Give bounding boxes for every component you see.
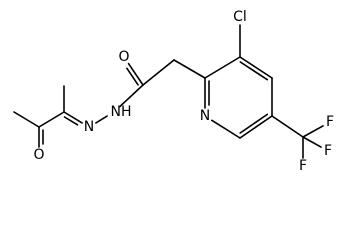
bond-n_im-n_h — [95, 115, 108, 124]
bond-layer — [13, 24, 324, 159]
bond-py_c3-py_c4-second — [239, 61, 269, 81]
bond-c_am-ch2 — [142, 59, 175, 86]
bond-me1-c_ket — [13, 111, 40, 128]
bond-py_c2-py_c3 — [204, 56, 241, 79]
bond-cf3_c-f3 — [302, 136, 322, 148]
bond-py_c3-py_c4 — [239, 56, 273, 79]
bond-py_c6-py_n1 — [211, 119, 241, 139]
atom-label-f3: F — [324, 143, 332, 159]
atom-label-n_im: N — [84, 119, 94, 135]
bond-ch2-py_c2 — [173, 59, 206, 79]
bond-c_am-o_am-second — [126, 67, 139, 86]
atom-label-py_n1: N — [200, 108, 210, 124]
bond-n_h-c_am — [119, 84, 144, 108]
bond-c_hz-n_im — [63, 111, 83, 124]
bond-py_c5-py_c6 — [239, 115, 273, 139]
bond-c_am-o_am — [127, 62, 144, 86]
atom-label-f2: F — [326, 114, 334, 130]
bond-py_c5-py_c6-second — [239, 113, 269, 134]
bond-cf3_c-f2 — [302, 125, 324, 138]
bond-py_c5-cf3_c — [271, 115, 304, 138]
atom-label-f1: F — [299, 158, 307, 174]
atom-label-o_am: O — [118, 49, 129, 65]
bond-c_ket-c_hz — [38, 111, 65, 128]
bond-c_hz-n_im-second — [63, 116, 79, 126]
atom-label-n_h: NH — [111, 104, 132, 120]
atom-label-cl: Cl — [233, 9, 247, 25]
atom-label-o_ket: O — [33, 147, 44, 163]
